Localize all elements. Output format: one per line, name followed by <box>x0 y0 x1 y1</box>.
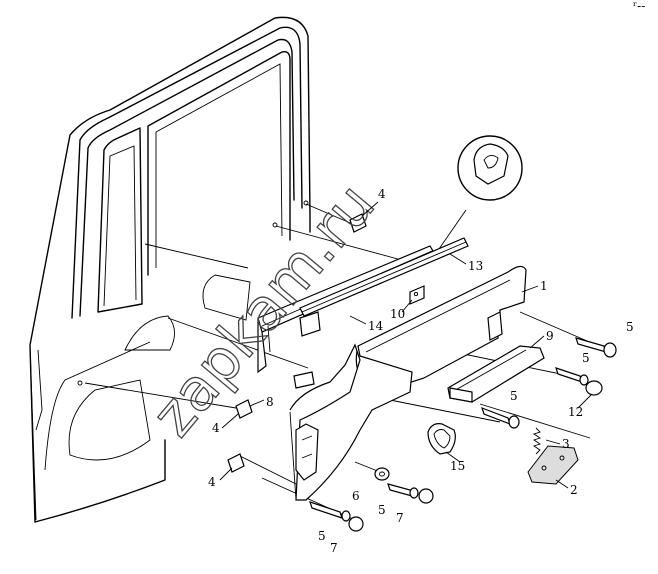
clip-fasteners <box>227 213 367 473</box>
cap-12 <box>585 380 603 396</box>
callout-5-d: 5 <box>378 503 386 517</box>
callout-15: 15 <box>450 459 465 473</box>
callout-5-a: 5 <box>626 320 634 334</box>
callout-10: 10 <box>390 307 405 321</box>
callout-1: 1 <box>540 279 548 293</box>
screws <box>309 337 617 522</box>
spring <box>532 427 542 455</box>
callout-labels: 1 2 3 4 4 4 4 5 5 5 5 5 6 7 7 8 9 10 12 … <box>208 187 634 555</box>
detail-circle <box>457 135 523 201</box>
callout-5-e: 5 <box>318 529 326 543</box>
callout-14: 14 <box>368 319 384 333</box>
callout-2: 2 <box>570 483 578 497</box>
callout-9: 9 <box>546 329 554 343</box>
mount-hole <box>272 222 278 228</box>
callout-13: 13 <box>468 259 483 273</box>
corner-mark: ʳ-- <box>633 0 645 13</box>
callout-6: 6 <box>352 489 360 503</box>
pull-handle <box>427 423 456 455</box>
inner-trim <box>289 343 413 501</box>
callout-4-mid: 4 <box>212 421 220 435</box>
mount-hole <box>77 380 83 386</box>
cap-7 <box>418 488 434 504</box>
callout-3: 3 <box>562 437 570 451</box>
washer <box>374 467 390 481</box>
callout-4-top: 4 <box>378 187 386 201</box>
leader-lines <box>219 201 593 489</box>
mount-hole <box>303 200 309 206</box>
callout-5-c: 5 <box>510 389 518 403</box>
callout-12: 12 <box>568 405 583 419</box>
door-panel <box>29 16 311 523</box>
callout-8: 8 <box>266 395 274 409</box>
callout-4-low: 4 <box>208 475 216 489</box>
cap-7-lower <box>348 516 364 532</box>
clip <box>409 285 425 305</box>
callout-7-a: 7 <box>396 511 404 525</box>
seal-strip <box>299 237 469 317</box>
caps <box>348 380 603 532</box>
lock-mechanism <box>527 445 579 485</box>
callout-5-b: 5 <box>582 351 590 365</box>
armrest <box>447 345 545 403</box>
callout-7-b: 7 <box>330 541 338 555</box>
